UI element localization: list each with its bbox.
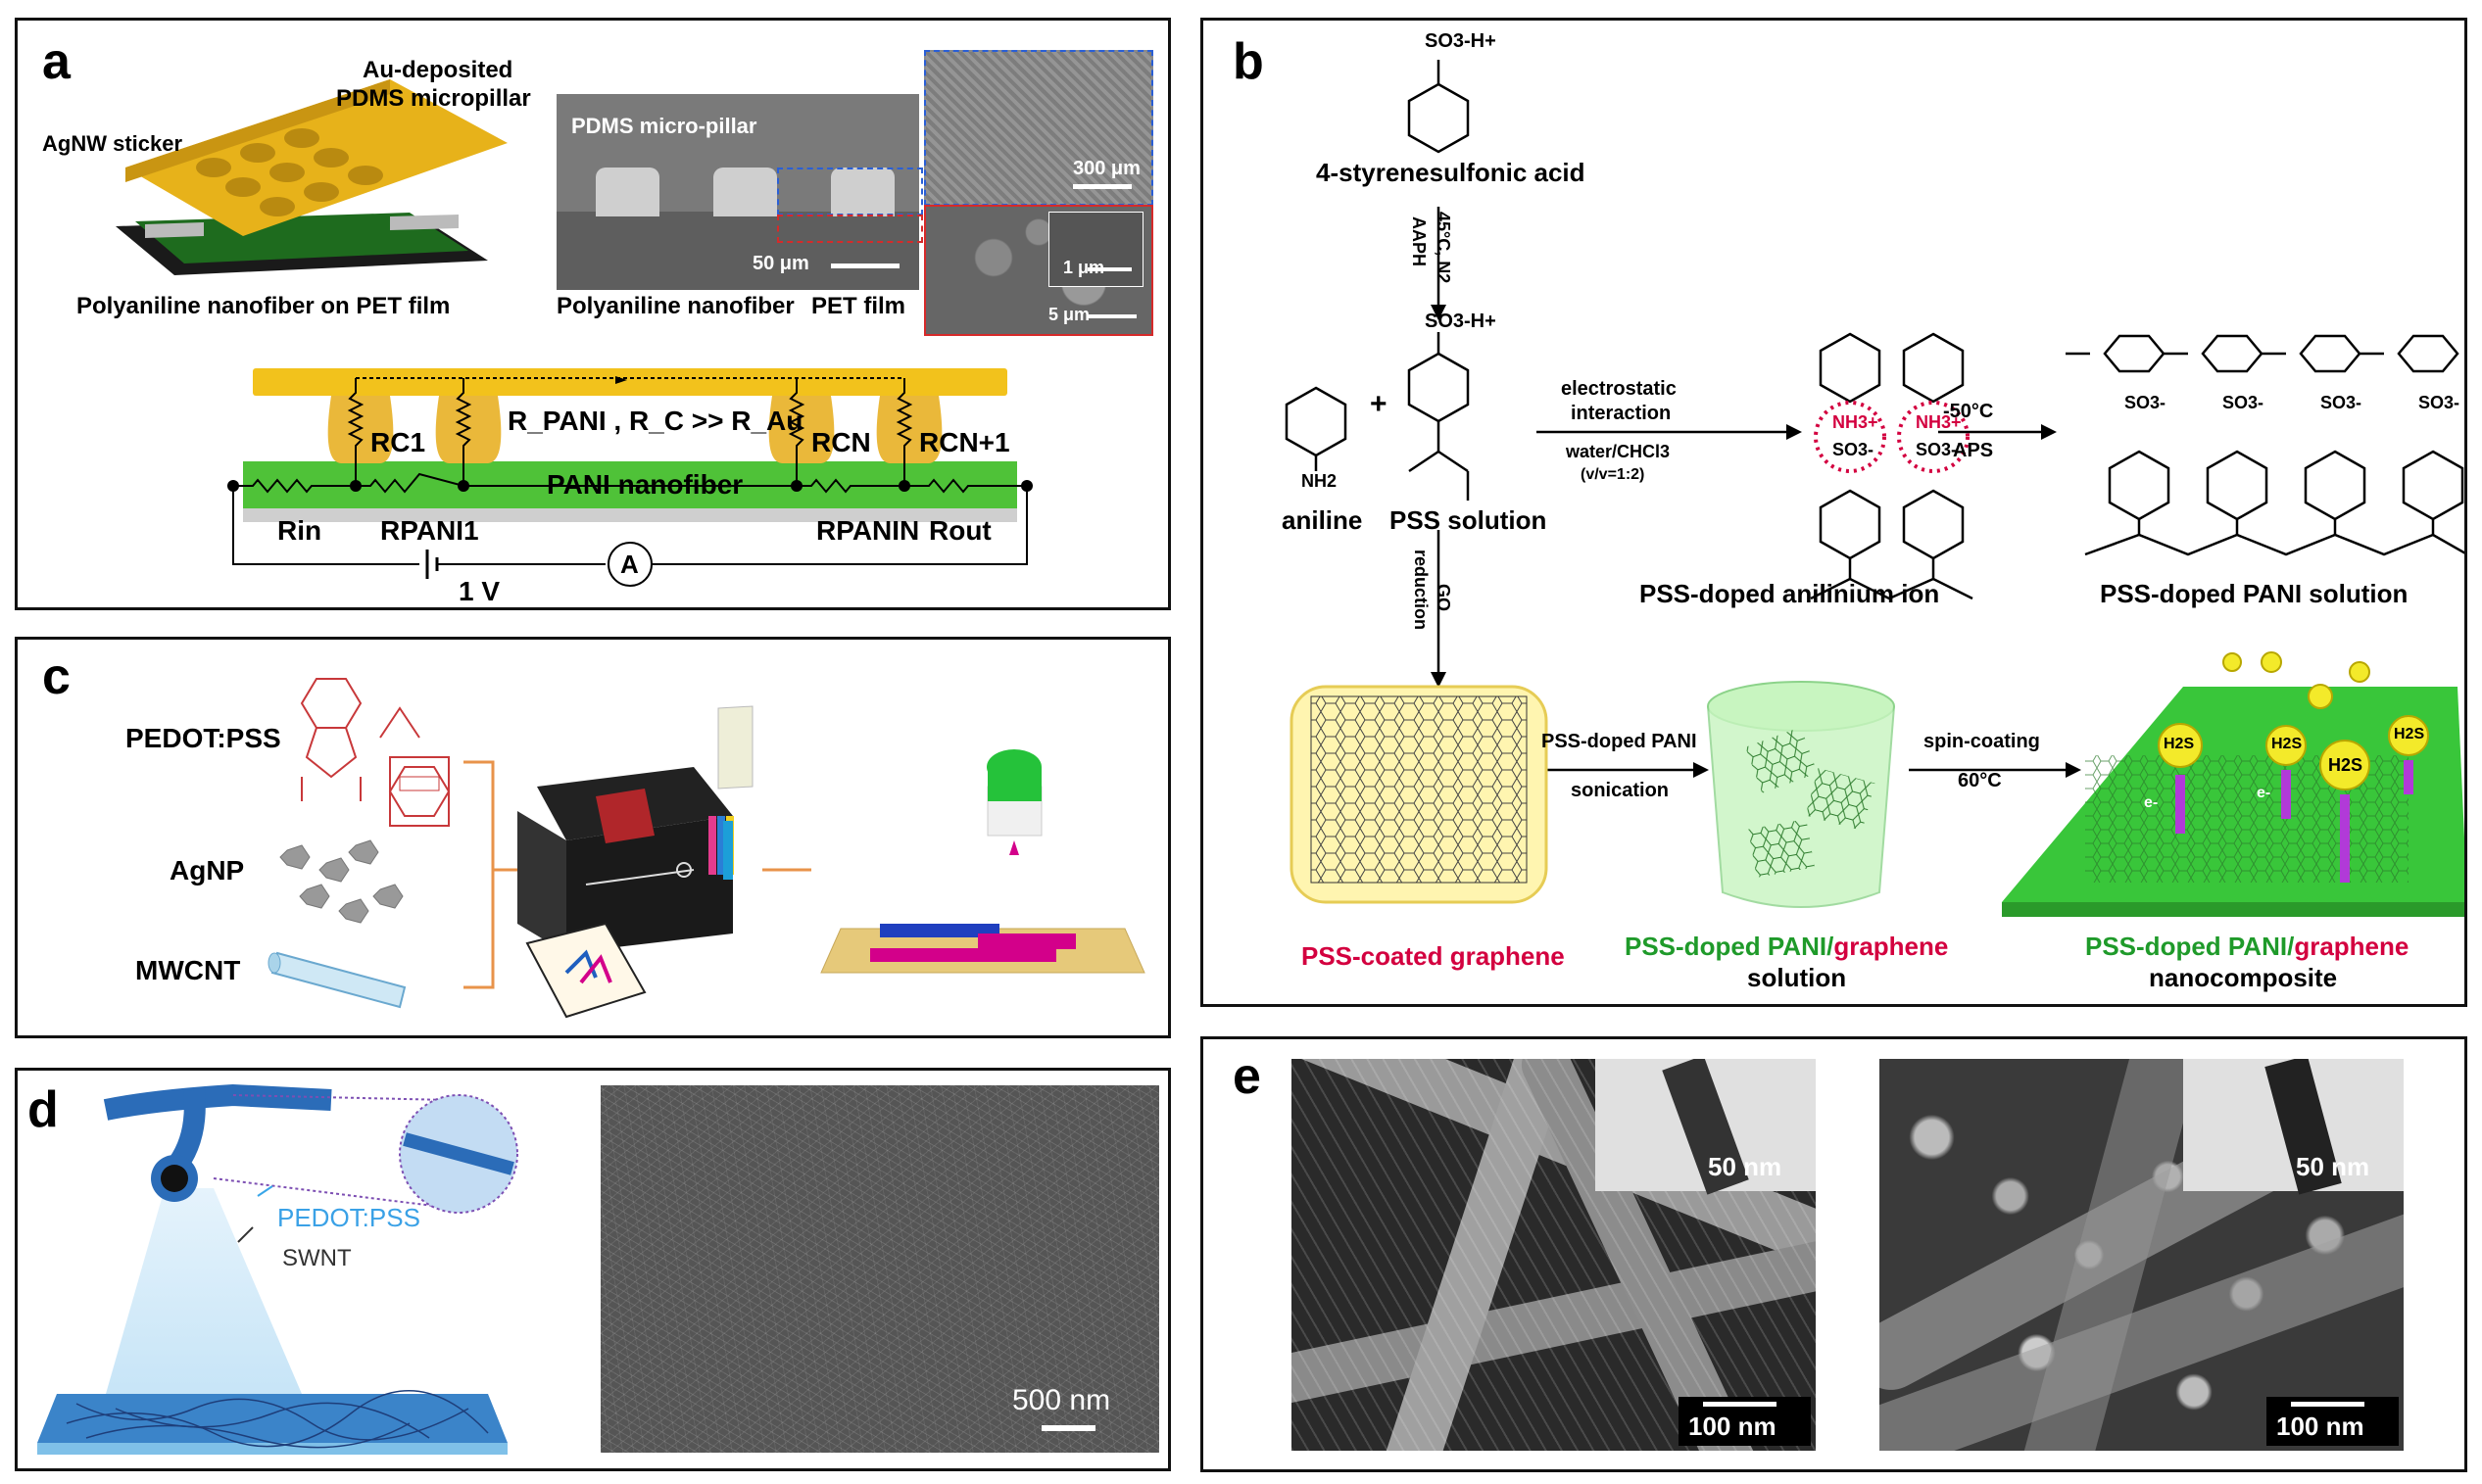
label-pss-solution: PSS solution bbox=[1389, 505, 1547, 535]
label-so3-p3: SO3- bbox=[2320, 393, 2362, 412]
label-mwcnt: MWCNT bbox=[135, 955, 241, 985]
label-rcn: RCN bbox=[811, 427, 871, 457]
label-pedot-pss: PEDOT:PSS bbox=[125, 723, 281, 753]
sem-scale-100nm-right: 100 nm bbox=[2276, 1412, 2364, 1441]
label-so3-p4: SO3- bbox=[2418, 393, 2460, 412]
label-so3-2: SO3- bbox=[1916, 440, 1958, 459]
label-ratio: (v/v=1:2) bbox=[1581, 466, 1645, 483]
sem-swnt-network: 500 nm bbox=[601, 1085, 1159, 1453]
sem-cross-section: PDMS micro-pillar 50 μm bbox=[557, 94, 919, 290]
label-aaph: AAPH bbox=[1409, 216, 1429, 267]
label-voltage: 1 V bbox=[459, 576, 501, 606]
label-interaction: interaction bbox=[1571, 403, 1672, 424]
label-rin: Rin bbox=[277, 515, 322, 546]
label-rout: Rout bbox=[929, 515, 992, 546]
sem-nanofiber-right: 50 nm 100 nm bbox=[1879, 1059, 2404, 1451]
printing-illustration bbox=[37, 1083, 518, 1455]
label-h2s-2: H2S bbox=[2271, 736, 2303, 752]
label-h2s-1: H2S bbox=[2164, 736, 2195, 752]
label-nh3-1: NH3+ bbox=[1832, 412, 1878, 432]
sem-inset-top: 300 μm bbox=[924, 50, 1153, 206]
panel-e: e 50 nm 100 nm 50 nm 100 nm bbox=[1200, 1036, 2467, 1472]
label-so3-p2: SO3- bbox=[2222, 393, 2264, 412]
label-pg-nanocomposite: PSS-doped PANI/graphene bbox=[2085, 932, 2409, 961]
label-pg-solution-word: solution bbox=[1747, 963, 1847, 992]
device-illustration bbox=[116, 79, 508, 275]
label-pani-nanofiber: PANI nanofiber bbox=[547, 469, 744, 500]
label-anilinium: PSS-doped anilinium ion bbox=[1639, 579, 1940, 608]
label-r-relation: R_PANI , R_C >> R_Au bbox=[508, 406, 803, 436]
label-pet-film: PET film bbox=[811, 293, 906, 319]
sem-label-micropillar: PDMS micro-pillar bbox=[571, 114, 757, 138]
label-so3h-mid: SO3-H+ bbox=[1425, 311, 1496, 332]
label-polyaniline-pet: Polyaniline nanofiber on PET film bbox=[76, 293, 451, 319]
label-agnw-sticker: AgNW sticker bbox=[42, 131, 183, 156]
panel-label-c: c bbox=[42, 648, 71, 705]
panel-label-a: a bbox=[42, 33, 71, 90]
label-nh3-2: NH3+ bbox=[1916, 412, 1962, 432]
sem-scale-50um: 50 μm bbox=[753, 253, 809, 274]
label-styrenesulfonic: 4-styrenesulfonic acid bbox=[1316, 158, 1585, 187]
label-ammeter: A bbox=[620, 550, 639, 579]
circuit-diagram bbox=[227, 368, 1033, 587]
label-plus: + bbox=[1370, 388, 1387, 420]
sem-scale-500nm: 500 nm bbox=[1012, 1384, 1111, 1416]
label-polyaniline-nanofiber: Polyaniline nanofiber bbox=[557, 293, 795, 319]
label-spin-temp: 60°C bbox=[1958, 770, 2002, 791]
label-pdms-micropillar: PDMS micropillar bbox=[336, 85, 531, 112]
label-rcn1: RCN+1 bbox=[919, 427, 1010, 457]
reaction-scheme bbox=[1285, 60, 2464, 917]
label-h2s-3: H2S bbox=[2328, 755, 2363, 775]
label-pss-graphene: PSS-coated graphene bbox=[1301, 941, 1565, 971]
label-so3h-top: SO3-H+ bbox=[1425, 30, 1496, 52]
panel-label-e: e bbox=[1233, 1048, 1261, 1105]
label-pss-pani-arrow: PSS-doped PANI bbox=[1541, 731, 1697, 752]
panel-d: d PEDOT:PSS SWNT 500 nm bbox=[15, 1068, 1171, 1471]
label-so3-p1: SO3- bbox=[2124, 393, 2166, 412]
label-pedot-pss-d: PEDOT:PSS bbox=[277, 1203, 420, 1232]
label-au-deposited: Au-deposited bbox=[363, 57, 513, 83]
label-swnt: SWNT bbox=[282, 1245, 352, 1271]
label-reduction: reduction bbox=[1411, 550, 1431, 631]
panel-b: b bbox=[1200, 18, 2467, 1007]
label-condition: 45°C, N2 bbox=[1434, 212, 1453, 284]
label-electron-1: e- bbox=[2144, 794, 2159, 811]
panel-c: c PEDOT:PSS AgNP MWCNT bbox=[15, 637, 1171, 1038]
sem-scale-300um: 300 μm bbox=[1073, 158, 1141, 179]
label-rpani1: RPANI1 bbox=[380, 515, 479, 546]
materials-illustration bbox=[268, 678, 1145, 1019]
label-sonication: sonication bbox=[1571, 780, 1670, 801]
label-pg-nanocomposite-word: nanocomposite bbox=[2149, 963, 2338, 992]
label-electrostatic: electrostatic bbox=[1561, 378, 1677, 400]
sem-scale-100nm-left: 100 nm bbox=[1688, 1412, 1776, 1441]
label-rpanin: RPANIN bbox=[816, 515, 920, 546]
label-nh2: NH2 bbox=[1301, 471, 1338, 491]
sem-scale-50nm-left: 50 nm bbox=[1708, 1152, 1782, 1181]
label-aps: APS bbox=[1953, 440, 1994, 461]
sem-scale-1um: 1 μm bbox=[1063, 258, 1105, 277]
panel-a: a Au-deposited PDMS micropillar AgNW sti… bbox=[15, 18, 1171, 610]
label-rc1: RC1 bbox=[370, 427, 426, 457]
sem-scale-50nm-right: 50 nm bbox=[2296, 1152, 2370, 1181]
label-so3-1: SO3- bbox=[1832, 440, 1874, 459]
label-h2s-4: H2S bbox=[2394, 726, 2425, 742]
label-go: GO bbox=[1434, 584, 1453, 612]
sem-nanofiber-left: 50 nm 100 nm bbox=[1291, 1059, 1816, 1451]
label-electron-2: e- bbox=[2257, 785, 2271, 801]
label-pg-solution: PSS-doped PANI/graphene bbox=[1625, 932, 1949, 961]
sem-inset-bottom: 1 μm 5 μm bbox=[924, 205, 1153, 336]
label-pani-solution: PSS-doped PANI solution bbox=[2100, 579, 2409, 608]
panel-label-d: d bbox=[27, 1081, 59, 1138]
sem-scale-5um: 5 μm bbox=[1048, 305, 1091, 324]
label-temp: -50°C bbox=[1943, 401, 1994, 422]
label-spin-coating: spin-coating bbox=[1923, 731, 2040, 752]
panel-label-b: b bbox=[1233, 33, 1264, 90]
label-agnp: AgNP bbox=[170, 855, 245, 886]
label-solvent: water/CHCl3 bbox=[1566, 442, 1671, 461]
label-aniline: aniline bbox=[1282, 505, 1363, 535]
